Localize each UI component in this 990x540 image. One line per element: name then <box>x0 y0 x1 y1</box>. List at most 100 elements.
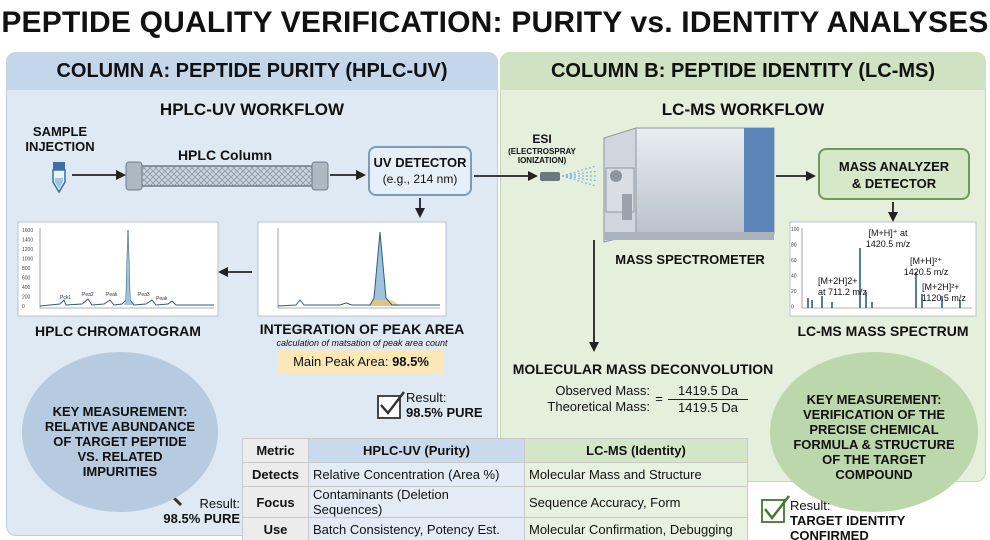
chrom-ytick-label: 1400 <box>22 238 33 244</box>
key-measurement-b-text: KEY MEASUREMENT: VERIFICATION OF THE PRE… <box>770 392 978 482</box>
sample-injection-label: SAMPLE INJECTION <box>20 124 100 154</box>
spectrum-ytick-label: 100 <box>791 227 800 233</box>
chrom-peak-label: Peak <box>106 292 118 298</box>
table-cell: Relative Concentration (Area %) <box>308 462 525 487</box>
spectrum-ytick-label: 20 <box>791 289 797 295</box>
table-cell: Use <box>242 517 309 540</box>
purity-result-label: Result: <box>406 390 447 405</box>
ann2-line2: 1420.5 m/z <box>903 267 949 277</box>
key-a-line5: IMPURITIES <box>82 464 158 479</box>
key-a-line4: VS. RELATED <box>77 449 163 464</box>
ann4-line1: [M+2H]²+ <box>922 282 960 292</box>
key-b-line4: FORMULA & STRUCTURE <box>793 437 955 452</box>
chrom-ytick-label: 0 <box>22 304 25 310</box>
spectrum-ytick-label: 60 <box>791 258 797 264</box>
identity-result-label: Result: <box>790 498 831 513</box>
key-measurement-a-bubble <box>22 352 218 512</box>
sample-vial-icon <box>52 162 66 194</box>
chrom-ytick-label: 600 <box>22 276 31 282</box>
ann3-line2: at 711.2 m/z <box>818 287 867 297</box>
chrom-ytick-label: 400 <box>22 285 31 291</box>
theoretical-mass-value: 1419.5 Da <box>678 400 738 415</box>
table-cell: Molecular Mass and Structure <box>524 462 748 487</box>
lcms-workflow-title: LC-MS WORKFLOW <box>661 100 825 119</box>
chrom-ytick-label: 1200 <box>22 247 33 253</box>
integration-title: INTEGRATION OF PEAK AREA <box>259 321 465 337</box>
check-icon-green <box>761 495 790 523</box>
chrom-peak-label: Pck1 <box>60 295 71 301</box>
spectrum-annotation-4: [M+2H]²+ 1120.5 m/z <box>922 282 974 304</box>
chrom-ytick-label: 1600 <box>22 228 33 234</box>
table-header-cell: LC-MS (Identity) <box>524 438 748 463</box>
mass-analyzer-box: MASS ANALYZER & DETECTOR <box>818 148 970 200</box>
purity-result-2: Result: 98.5% PURE <box>150 496 240 526</box>
spectrum-annotation-3: [M+2H]2+ at 711.2 m/z <box>818 276 888 298</box>
mass-labels: Observed Mass: Theoretical Mass: <box>520 383 650 415</box>
equals-sign: = <box>655 391 663 406</box>
ann3-line1: [M+2H]2+ <box>818 276 858 286</box>
chrom-ytick-label: 200 <box>22 295 31 301</box>
page-title: PEPTIDE QUALITY VERIFICATION: PURITY vs.… <box>1 6 989 39</box>
purity-result2-label: Result: <box>199 496 240 511</box>
table-cell: Batch Consistency, Potency Est. <box>308 517 525 540</box>
esi-subtitle: (ELECTROSPRAY IONIZATION) <box>504 147 580 165</box>
uv-detector-title: UV DETECTOR <box>373 155 467 170</box>
observed-mass-label: Observed Mass: <box>555 383 650 398</box>
analyzer-line1: MASS ANALYZER <box>838 159 950 174</box>
key-b-line5: OF THE TARGET <box>822 452 926 467</box>
integration-subtitle: calculation of matsation of peak area co… <box>276 338 448 348</box>
mass-spectrometer-icon <box>603 127 775 243</box>
comparison-table: Metric HPLC-UV (Purity) LC-MS (Identity)… <box>242 438 748 540</box>
key-a-line2: RELATIVE ABUNDANCE <box>44 419 196 434</box>
hplc-workflow-title: HPLC-UV WORKFLOW <box>159 100 345 119</box>
chrom-ytick-label: 1000 <box>22 257 33 263</box>
table-cell: Molecular Confirmation, Debugging <box>524 517 748 540</box>
key-b-line6: COMPOUND <box>835 467 913 482</box>
spectrum-title: LC-MS MASS SPECTRUM <box>797 323 969 339</box>
spectrum-ytick-label: 40 <box>791 274 797 280</box>
spectrum-annotation-2: [M+H]²⁺ 1420.5 m/z <box>888 256 964 278</box>
key-a-line1: KEY MEASUREMENT: <box>52 404 188 419</box>
key-b-line3: PRECISE CHEMICAL <box>809 422 939 437</box>
table-row: Focus Contaminants (Deletion Sequences) … <box>242 486 748 518</box>
esi-sub-line1: (ELECTROSPRAY <box>508 147 576 156</box>
chrom-peak-label: Pea2 <box>82 292 94 298</box>
sample-label-line2: INJECTION <box>25 139 95 154</box>
key-b-line2: VERIFICATION OF THE <box>802 407 946 422</box>
chrom-peak-label: Peak <box>156 296 168 302</box>
column-b-header: COLUMN B: PEPTIDE IDENTITY (LC-MS) <box>500 52 986 90</box>
spectrum-annotation-1: [M+H]⁺ at 1420.5 m/z <box>848 228 928 250</box>
deconvolution-title: MOLECULAR MASS DECONVOLUTION <box>512 361 774 377</box>
ann1-line1: [M+H]⁺ at <box>868 228 908 238</box>
uv-detector-box: UV DETECTOR (e.g., 214 nm) <box>368 146 472 196</box>
ann4-line2: 1120.5 m/z <box>922 293 966 303</box>
integration-chart <box>257 221 447 317</box>
identity-result: Result: TARGET IDENTITY CONFIRMED <box>790 498 986 540</box>
table-cell: Detects <box>242 462 309 487</box>
key-measurement-b-bubble <box>770 352 978 512</box>
esi-label: ESI <box>532 132 552 146</box>
spectrum-ytick-label: 80 <box>791 243 797 249</box>
table-row: Use Batch Consistency, Potency Est. Mole… <box>242 517 748 540</box>
purity-result: Result: 98.5% PURE <box>406 390 496 420</box>
table-cell: Sequence Accuracy, Form <box>524 486 748 518</box>
ann2-line1: [M+H]²⁺ <box>909 256 942 266</box>
column-a-header: COLUMN A: PEPTIDE PURITY (HPLC-UV) <box>6 52 498 90</box>
uv-detector-sub: (e.g., 214 nm) <box>382 172 458 186</box>
chromatogram-title: HPLC CHROMATOGRAM <box>35 323 201 339</box>
chrom-ytick-label: 800 <box>22 266 31 272</box>
hplc-column-label: HPLC Column <box>177 147 273 163</box>
hplc-column-icon <box>125 161 329 191</box>
theoretical-mass-label: Theoretical Mass: <box>547 399 650 414</box>
sample-label-line1: SAMPLE <box>32 124 88 139</box>
table-header-cell: Metric <box>242 438 309 463</box>
esi-nozzle-icon <box>540 165 599 187</box>
purity-result2-value: 98.5% PURE <box>163 511 240 526</box>
purity-result-value: 98.5% PURE <box>406 405 483 420</box>
main-peak-label: Main Peak Area: <box>293 354 393 369</box>
key-measurement-a-text: KEY MEASUREMENT: RELATIVE ABUNDANCE OF T… <box>22 404 218 479</box>
table-header-row: Metric HPLC-UV (Purity) LC-MS (Identity) <box>242 438 748 463</box>
mass-spectrometer-label: MASS SPECTROMETER <box>615 252 765 267</box>
